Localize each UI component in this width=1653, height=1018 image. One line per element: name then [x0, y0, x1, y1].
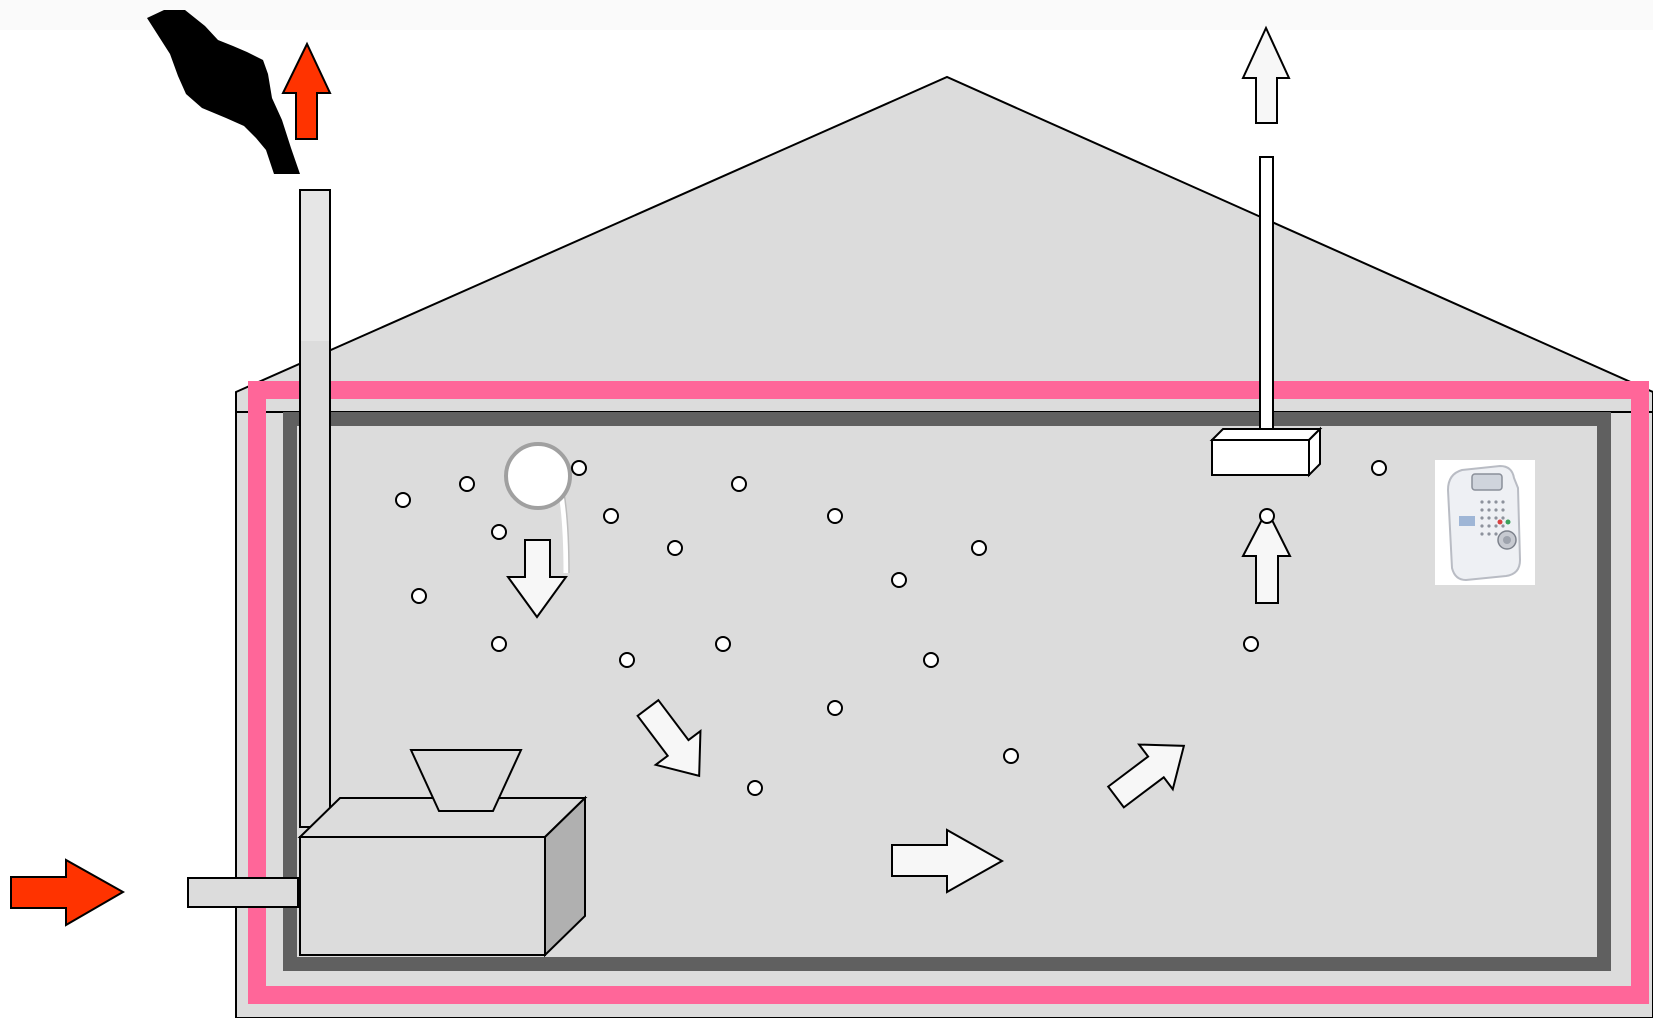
detector-display: [1472, 474, 1502, 490]
carbon-monoxide-detector-icon: [1435, 460, 1535, 585]
grille-hole: [1494, 524, 1497, 527]
vent-outlet-arrow: [1243, 28, 1289, 123]
inlet-duct: [188, 878, 298, 907]
grille-hole: [1480, 532, 1483, 535]
grille-hole: [1487, 524, 1490, 527]
particle: [828, 701, 842, 715]
particle: [572, 461, 586, 475]
detector-status-led-red: [1498, 520, 1503, 525]
particle: [396, 493, 410, 507]
grille-hole: [1487, 500, 1490, 503]
particle: [1004, 749, 1018, 763]
particle: [412, 589, 426, 603]
grille-hole: [1487, 516, 1490, 519]
grille-hole: [1494, 500, 1497, 503]
detector-status-led-green: [1506, 520, 1511, 525]
particle: [732, 477, 746, 491]
grille-hole: [1501, 508, 1504, 511]
particle: [620, 653, 634, 667]
grille-hole: [1480, 500, 1483, 503]
detector-test-button-center: [1503, 536, 1511, 544]
particle: [972, 541, 986, 555]
detector-label: [1459, 516, 1475, 526]
particle: [892, 573, 906, 587]
grille-hole: [1480, 516, 1483, 519]
flue-pipe-highlight: [301, 191, 329, 341]
grille-hole: [1494, 532, 1497, 535]
top-band: [0, 0, 1653, 30]
particle: [492, 525, 506, 539]
particle: [716, 637, 730, 651]
grille-hole: [1480, 508, 1483, 511]
particle: [492, 637, 506, 651]
exhaust-heat-arrow: [283, 44, 330, 139]
particle: [460, 477, 474, 491]
exhaust-fan-icon: [1212, 429, 1320, 475]
fan-front: [1212, 440, 1309, 475]
grille-hole: [1494, 508, 1497, 511]
vent-pipe: [1260, 157, 1273, 429]
grille-hole: [1501, 524, 1504, 527]
particle: [924, 653, 938, 667]
grille-hole: [1487, 508, 1490, 511]
inlet-heat-arrow: [11, 860, 123, 925]
grille-hole: [1480, 524, 1483, 527]
particle: [1260, 509, 1274, 523]
particle: [748, 781, 762, 795]
particle: [668, 541, 682, 555]
grille-hole: [1494, 516, 1497, 519]
particle: [1244, 637, 1258, 651]
particle: [604, 509, 618, 523]
particle: [1372, 461, 1386, 475]
grille-hole: [1501, 500, 1504, 503]
heater-front: [300, 837, 545, 955]
grille-hole: [1501, 516, 1504, 519]
fan-top: [1212, 429, 1320, 440]
lamp-globe: [506, 444, 570, 508]
smoke-plume-icon: [147, 10, 300, 174]
particle: [828, 509, 842, 523]
grille-hole: [1487, 532, 1490, 535]
